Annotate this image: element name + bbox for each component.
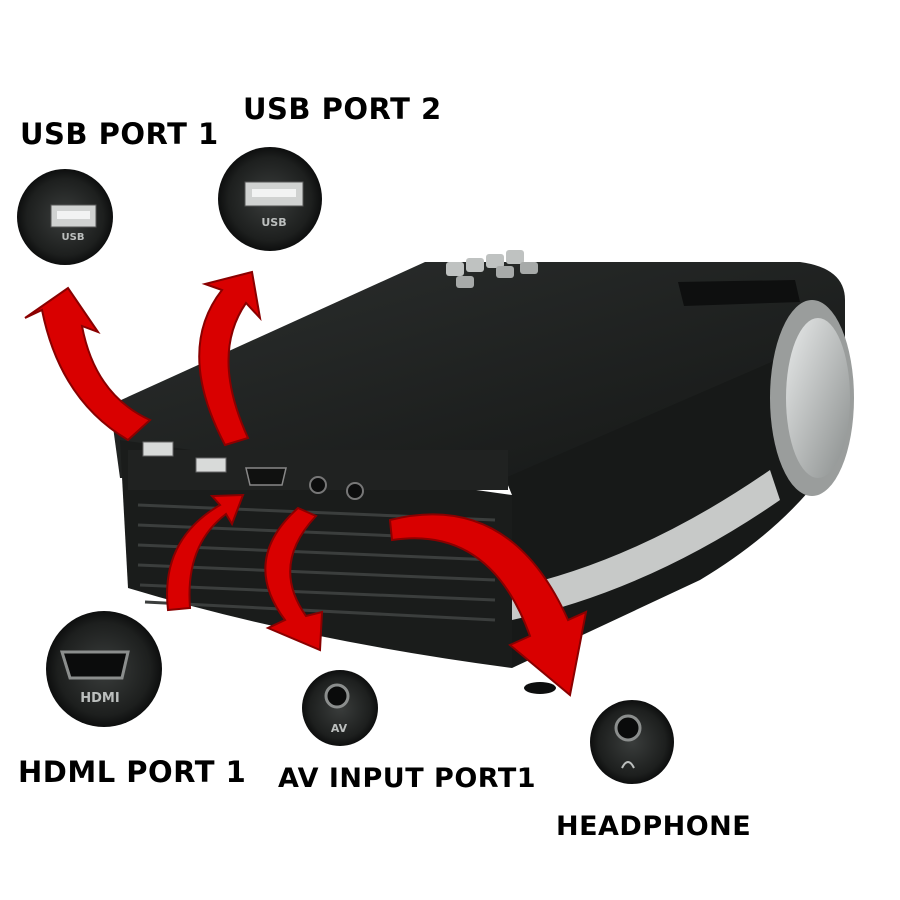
zoom-usb1-tongue [57,211,90,219]
zoom-av: AV [302,670,378,746]
headphone-label: HEADPHONE [556,811,752,842]
usb-port-1-label: USB PORT 1 [20,117,219,151]
projector-body [110,250,854,694]
callout-arrows [24,270,588,697]
usb-port-2-label: USB PORT 2 [243,92,442,126]
arrow-headphone [388,513,588,697]
zoom-hdmi-tag: HDMI [80,691,119,706]
zoom-headphone-jack [614,714,642,742]
focus-slider [678,280,800,306]
arrow-hdmi [166,493,245,612]
body-av-jack [309,476,327,494]
headphone-icon [621,761,635,769]
zoom-usb2-tag: USB [261,216,286,229]
body-usb-port-2 [195,457,227,473]
hdmi-port-1-label: HDML PORT 1 [18,755,247,789]
zoom-hdmi: HDMI [46,611,162,727]
zoom-usb1: USB [17,169,113,265]
zoom-hdmi-port [59,650,130,680]
lens [786,318,850,478]
av-input-port-label: AV INPUT PORT1 [278,763,537,794]
body-usb-port-1 [142,441,174,457]
zoom-usb1-tag: USB [62,232,85,243]
keypad [446,250,538,288]
arrow-av [264,506,324,652]
zoom-usb2: USB [218,147,322,251]
zoom-av-tag: AV [331,722,348,735]
zoom-usb2-tongue [252,189,296,197]
zoom-headphone [590,700,674,784]
foot [524,682,556,694]
body-hdmi-port [245,467,287,486]
arrow-usb2 [198,270,262,447]
trim-band [512,470,780,620]
arrow-usb1 [24,286,152,442]
zoom-av-jack [324,683,350,709]
body-headphone-jack [346,482,364,500]
